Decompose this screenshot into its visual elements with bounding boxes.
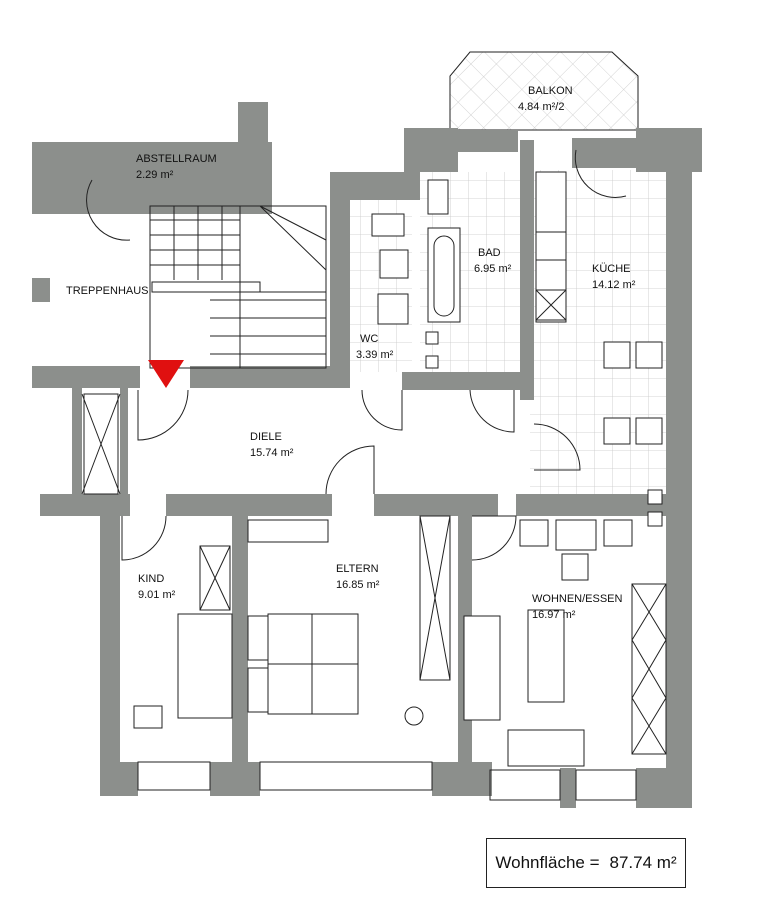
doors xyxy=(86,149,627,561)
label-bad: BAD xyxy=(478,247,501,259)
furniture xyxy=(133,171,667,767)
walls xyxy=(32,102,702,808)
label-balkon: BALKON xyxy=(528,85,573,97)
label-abstellraum: ABSTELLRAUM xyxy=(136,153,217,165)
area-bad: 6.95 m² xyxy=(474,263,512,275)
stair-and-lines xyxy=(81,205,637,801)
label-treppenhaus: TREPPENHAUS xyxy=(66,285,149,297)
label-eltern: ELTERN xyxy=(336,563,379,575)
label-wohnen: WOHNEN/ESSEN xyxy=(532,593,623,605)
entrance-marker xyxy=(148,360,184,388)
living-area-label: Wohnfläche = xyxy=(495,853,600,872)
living-area-value: 87.74 m² xyxy=(609,853,677,872)
area-kueche: 14.12 m² xyxy=(592,279,636,291)
living-area-summary: Wohnfläche = 87.74 m² xyxy=(486,838,686,888)
area-balkon: 4.84 m²/2 xyxy=(518,101,564,113)
area-abstellraum: 2.29 m² xyxy=(136,169,174,181)
label-wc: WC xyxy=(360,333,378,345)
label-diele: DIELE xyxy=(250,431,282,443)
label-kind: KIND xyxy=(138,573,164,585)
area-wohnen: 16.97 m² xyxy=(532,609,576,621)
area-kind: 9.01 m² xyxy=(138,589,176,601)
area-diele: 15.74 m² xyxy=(250,447,294,459)
area-wc: 3.39 m² xyxy=(356,349,394,361)
area-eltern: 16.85 m² xyxy=(336,579,380,591)
label-kueche: KÜCHE xyxy=(592,263,631,275)
